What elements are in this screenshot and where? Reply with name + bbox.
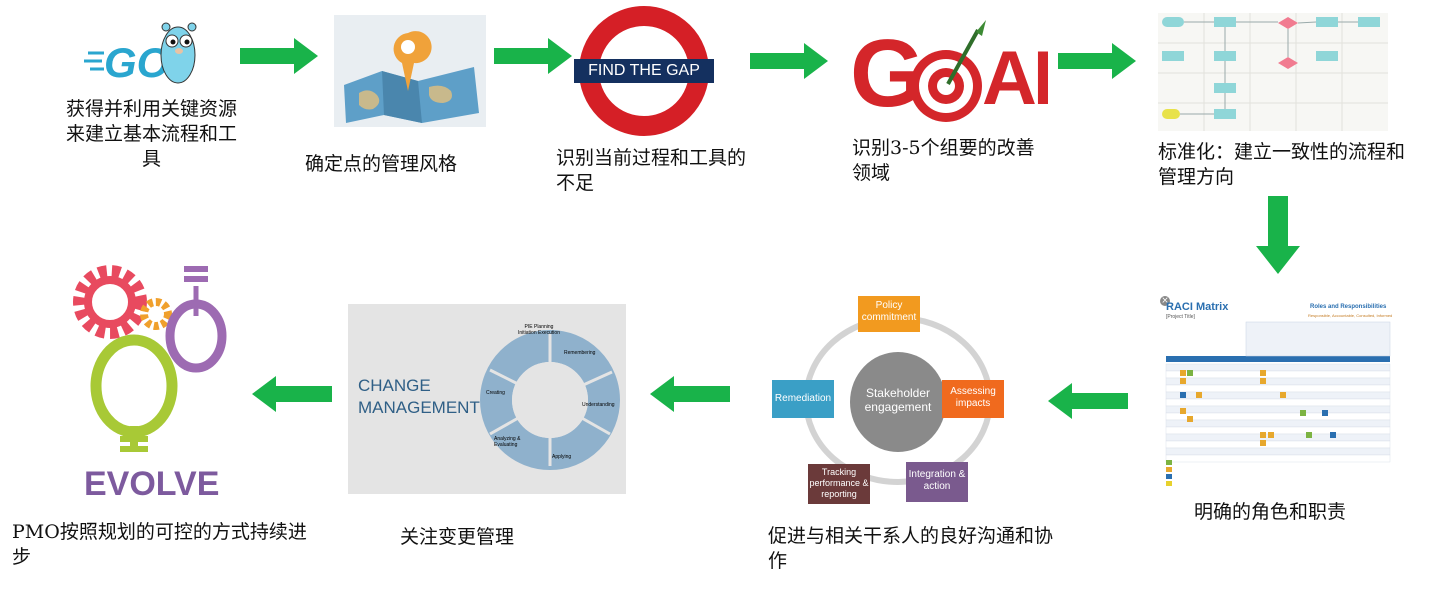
arrow-left-icon	[252, 376, 332, 412]
raci-right-title: Roles and Responsibilities	[1310, 304, 1387, 310]
goal-letter-g: G	[850, 20, 925, 127]
raci-row	[1165, 370, 1391, 379]
raci-row	[1165, 398, 1391, 407]
raci-row	[1165, 454, 1391, 463]
step8-caption: 关注变更管理	[400, 526, 515, 548]
evolve-logo-text: EVOLVE	[84, 465, 220, 503]
segment-applying: Applying	[552, 454, 572, 460]
segment-analyzing: Analyzing & Evaluating	[494, 436, 521, 448]
segment-creating: Creating	[486, 390, 505, 396]
world-map-pin-image	[334, 15, 486, 127]
stakeholder-center: Stakeholder engagement	[864, 386, 932, 414]
gap-sign-text: FIND THE GAP	[588, 62, 700, 79]
raci-row	[1165, 412, 1391, 421]
raci-matrix-image: × RACI Matrix [Project Title] Roles and …	[1150, 292, 1398, 496]
step1-caption: 获得并利用关键资源来建立基本流程和工具	[65, 98, 237, 170]
raci-right-sub: Responsible, Accountable, Consulted, Inf…	[1308, 313, 1393, 318]
node-remediation: Remediation	[772, 380, 834, 418]
step3-caption: 识别当前过程和工具的不足	[556, 147, 747, 194]
raci-row	[1165, 426, 1391, 435]
arrow-right-icon	[1058, 43, 1136, 79]
step6-caption: 明确的角色和职责	[1194, 501, 1347, 523]
arrow-right-icon	[240, 38, 318, 74]
raci-row	[1165, 384, 1391, 393]
raci-row	[1165, 419, 1391, 428]
raci-title: RACI Matrix	[1166, 301, 1229, 313]
find-the-gap-sign: FIND THE GAP	[572, 4, 716, 138]
arrow-left-icon	[650, 376, 730, 412]
step4-caption: 识别3-5个组要的改善领域	[852, 137, 1035, 184]
flowchart-image	[1158, 13, 1388, 131]
segment-understanding: Understanding	[582, 402, 615, 408]
raci-subtitle: [Project Title]	[1166, 314, 1195, 320]
change-title-2: MANAGEMENT	[358, 398, 480, 417]
evolve-gears-bulbs-image: EVOLVE	[64, 256, 240, 508]
raci-row	[1165, 447, 1391, 456]
stakeholder-engagement-diagram: Stakeholder engagement Policy commitment…	[760, 290, 1030, 510]
raci-row	[1165, 377, 1391, 386]
node-integration-action: Integration & action	[906, 462, 968, 502]
goal-target-image: G AL	[848, 10, 1048, 132]
segment-pie: PIE Planning Initiation Execution	[518, 324, 560, 336]
raci-row	[1165, 405, 1391, 414]
go-logo-text: GO	[104, 39, 169, 86]
close-icon: ×	[1160, 296, 1170, 306]
node-policy-commitment: Policy commitment	[858, 296, 920, 332]
node-assessing-impacts: Assessing impacts	[942, 380, 1004, 418]
change-management-image: CHANGE MANAGEMENT PIE Planning Initiatio…	[348, 304, 626, 494]
step9-caption: PMO按照规划的可控的方式持续进步	[12, 521, 307, 568]
arrow-right-icon	[750, 43, 828, 79]
go-gopher-image: GO	[82, 15, 200, 90]
change-title-1: CHANGE	[358, 376, 431, 395]
arrow-left-icon	[1048, 383, 1128, 419]
node-tracking-performance: Tracking performance & reporting	[808, 464, 870, 504]
raci-row	[1165, 440, 1391, 449]
step7-caption: 促进与相关干系人的良好沟通和协作	[768, 525, 1054, 572]
raci-row	[1165, 363, 1391, 372]
raci-row	[1165, 433, 1391, 442]
segment-remembering: Remembering	[564, 350, 596, 356]
arrow-down-icon	[1256, 196, 1300, 274]
step2-caption: 确定点的管理风格	[305, 153, 458, 175]
step5-caption: 标准化：建立一致性的流程和管理方向	[1158, 141, 1406, 188]
arrow-right-icon	[494, 38, 572, 74]
goal-letters-al: AL	[982, 36, 1048, 121]
